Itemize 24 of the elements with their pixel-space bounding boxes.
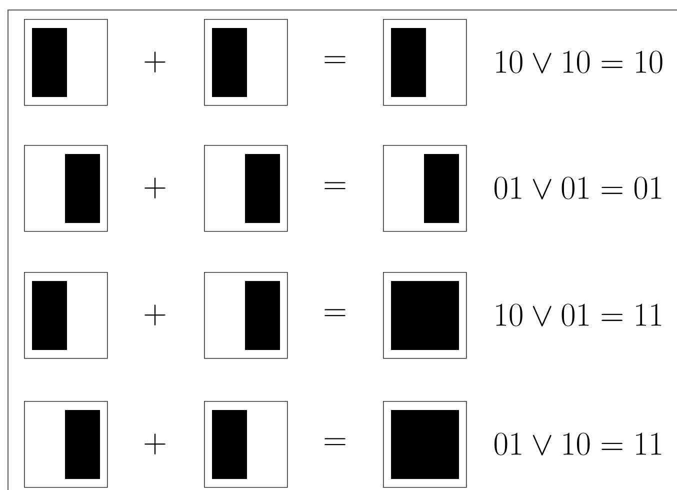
pattern-box bbox=[204, 19, 288, 106]
equals-sign: $=$ bbox=[324, 56, 346, 64]
formula: $10 \vee 01 = 11$ bbox=[496, 304, 662, 326]
formula: $10 \vee 10 = 10$ bbox=[496, 50, 662, 74]
equals-sign: $=$ bbox=[324, 438, 346, 446]
pattern-box bbox=[24, 145, 108, 232]
pattern-box bbox=[204, 145, 288, 232]
equals-sign: $=$ bbox=[324, 309, 346, 316]
pattern-box bbox=[24, 401, 108, 488]
plus-sign: $+$ bbox=[144, 178, 166, 198]
plus-sign: $+$ bbox=[144, 52, 166, 72]
plus-sign: $+$ bbox=[144, 434, 166, 454]
pattern-box bbox=[383, 19, 467, 106]
pattern-box bbox=[24, 19, 108, 106]
formula: $01 \vee 10 = 11$ bbox=[494, 432, 662, 456]
pattern-box bbox=[383, 401, 467, 488]
pattern-box bbox=[24, 272, 108, 359]
formula: $01 \vee 01 = 01$ bbox=[494, 176, 662, 200]
pattern-box bbox=[383, 145, 467, 232]
plus-sign: $+$ bbox=[144, 304, 166, 326]
pattern-box bbox=[383, 272, 467, 359]
pattern-box bbox=[204, 272, 288, 359]
equals-sign: $=$ bbox=[324, 182, 346, 190]
pattern-box bbox=[204, 401, 288, 488]
